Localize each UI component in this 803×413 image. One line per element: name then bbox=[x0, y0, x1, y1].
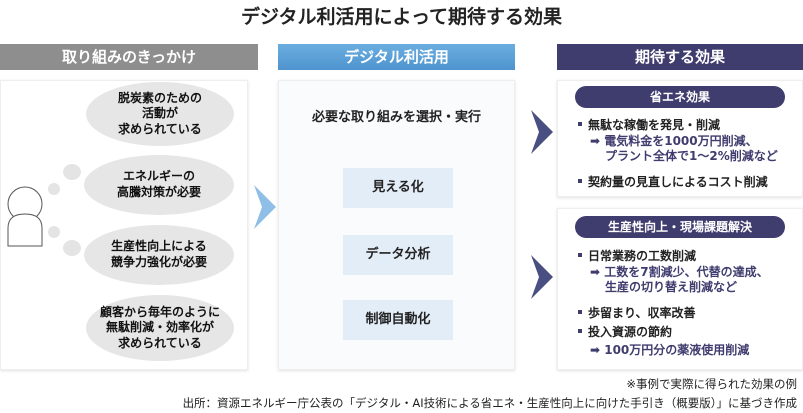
thought-dot bbox=[63, 240, 81, 256]
chevron-right-icon bbox=[531, 110, 553, 154]
effect-title: 生産性向上・現場課題解決 bbox=[575, 216, 785, 238]
effect-item: 日常業務の工数削減 bbox=[578, 247, 696, 264]
effect-subitem: ➡ 電気料金を1000万円削減、プラント全体で1～2%削減など bbox=[590, 134, 778, 163]
digital-item: 制御自動化 bbox=[343, 300, 453, 340]
header-effects: 期待する効果 bbox=[557, 44, 803, 70]
chevron-right-icon bbox=[254, 185, 276, 229]
effect-item: 契約量の見直しによるコスト削減 bbox=[578, 173, 768, 190]
thought-dot bbox=[63, 164, 81, 180]
thought-dot bbox=[48, 183, 60, 195]
trigger-bubble: 脱炭素のための活動が求められている bbox=[86, 82, 234, 146]
digital-item: データ分析 bbox=[343, 235, 453, 275]
effect-item: 投入資源の節約 bbox=[578, 323, 672, 340]
effect-subitem: ➡ 工数を7割減少、代替の達成、生産の切り替え削減など bbox=[590, 265, 769, 294]
trigger-bubble: エネルギーの高騰対策が必要 bbox=[84, 155, 234, 215]
effect-title: 省エネ効果 bbox=[575, 86, 785, 108]
digital-item: 見える化 bbox=[343, 168, 453, 208]
effect-item: 無駄な稼働を発見・削減 bbox=[578, 116, 720, 133]
chevron-right-icon bbox=[531, 255, 553, 299]
trigger-bubble: 顧客から毎年のように無駄削減・効率化が求められている bbox=[86, 295, 234, 361]
trigger-bubble: 生産性向上による競争力強化が必要 bbox=[84, 225, 234, 285]
person-icon bbox=[7, 186, 43, 247]
effect-item: 歩留まり、収率改善 bbox=[578, 304, 696, 321]
effect-subitem: ➡ 100万円分の薬液使用削減 bbox=[590, 343, 750, 357]
thought-dot bbox=[48, 226, 60, 238]
header-triggers: 取り組みのきっかけ bbox=[0, 44, 258, 70]
digital-heading: 必要な取り組みを選択・実行 bbox=[311, 110, 481, 125]
page-title: デジタル利活用によって期待する効果 bbox=[240, 6, 563, 28]
footnote: ※事例で実際に得られた効果の例 bbox=[626, 377, 797, 391]
source-note: 出所：資源エネルギー庁公表の「デジタル・AI技術による省エネ・生産性向上に向けた… bbox=[182, 396, 797, 410]
header-digital: デジタル利活用 bbox=[278, 44, 515, 70]
